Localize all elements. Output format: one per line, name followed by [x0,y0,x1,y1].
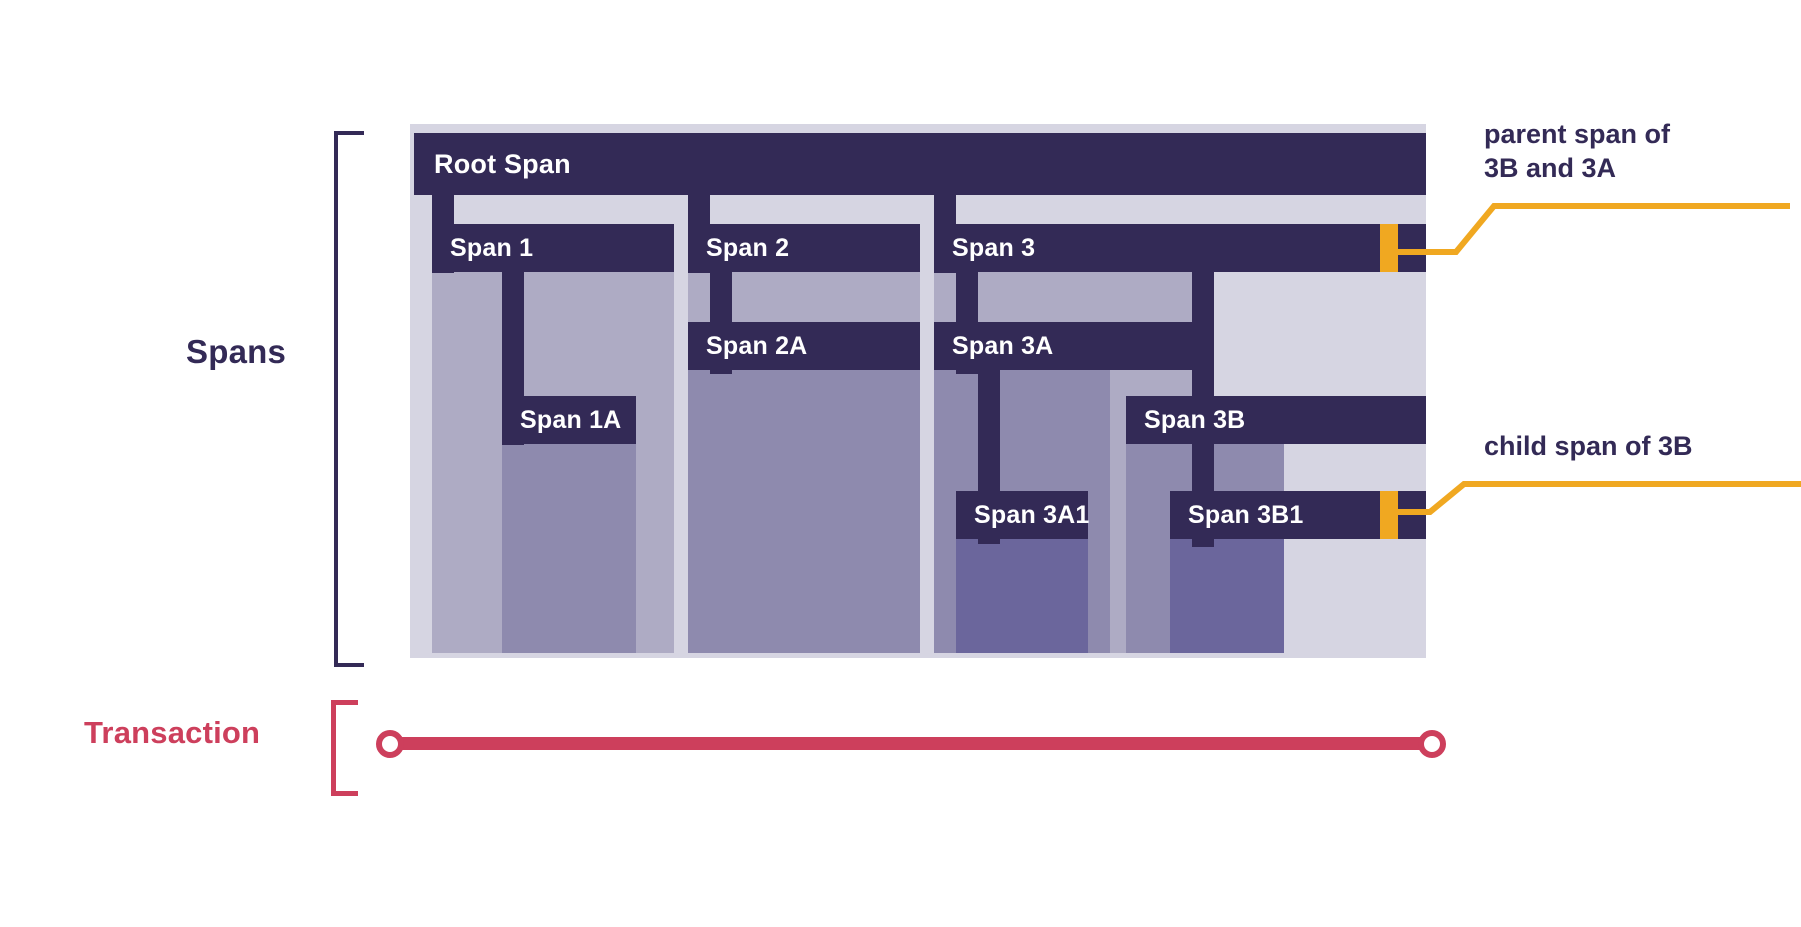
span-bar-span2-label: Span 2 [706,233,790,262]
span-tree-container: Root Span Span 1 Span 1A Span 2 Span 2A … [410,124,1426,658]
span-bar-span2a-label: Span 2A [706,331,808,360]
callout-parent-span-text: parent span of 3B and 3A [1484,119,1671,183]
transaction-end-marker [1418,730,1446,758]
callout-child-span-leader-line [1392,481,1801,515]
transaction-bracket [331,700,358,796]
span-bar-span3a1[interactable]: Span 3A1 [956,491,1090,539]
span-bar-span3b[interactable]: Span 3B [1126,396,1426,444]
span3b1-body [1170,537,1284,653]
span3a1-body [956,537,1088,653]
span-bar-root[interactable]: Root Span [414,133,1426,195]
transaction-start-marker [376,730,404,758]
span-bar-span1a-label: Span 1A [520,405,622,434]
span2a-body [688,368,920,653]
span-bar-span3a1-label: Span 3A1 [974,500,1090,529]
callout-parent-span-leader-line [1392,203,1790,255]
span-bar-span3a-label: Span 3A [952,331,1054,360]
spans-bracket [334,131,364,667]
highlight-marker-span3-end [1380,224,1398,272]
span-bar-span3a[interactable]: Span 3A [934,322,1198,370]
span-bar-span2a[interactable]: Span 2A [688,322,920,370]
span-bar-span3b-label: Span 3B [1144,405,1246,434]
highlight-marker-span3b1-end [1380,491,1398,539]
transaction-timeline-bar [386,737,1440,750]
span-bar-span2[interactable]: Span 2 [688,224,920,272]
spans-section-label: Spans [186,333,287,370]
span1a-body [502,442,636,653]
callout-child-span-text: child span of 3B [1484,431,1693,461]
span-bar-span3-label: Span 3 [952,233,1036,262]
span-bar-root-label: Root Span [434,148,571,179]
span-bar-span1-label: Span 1 [450,233,534,262]
span-bar-span3b1-label: Span 3B1 [1188,500,1304,529]
span-bar-span1[interactable]: Span 1 [432,224,674,272]
span-bar-span1a[interactable]: Span 1A [502,396,636,444]
transaction-section-label: Transaction [84,715,261,750]
span-bar-span3[interactable]: Span 3 [934,224,1426,272]
